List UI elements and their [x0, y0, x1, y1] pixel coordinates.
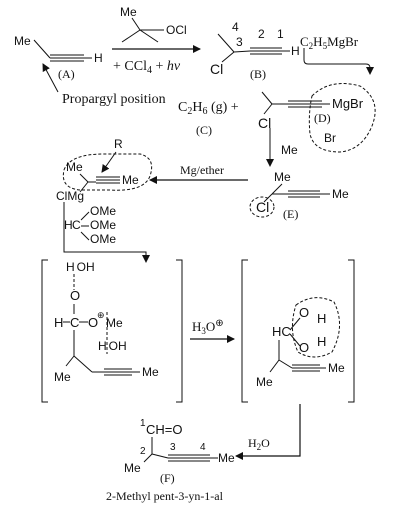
compound-a: Me H (A) Propargyl position	[14, 34, 166, 107]
bracket-left	[41, 259, 48, 403]
hydrogen-int1: H	[54, 315, 63, 330]
locant-3: 3	[236, 35, 243, 49]
locant-f-4: 4	[200, 442, 206, 453]
mgbr-d: MgBr	[332, 96, 364, 111]
ome-1: OMe	[90, 204, 116, 218]
bracket-right-2	[348, 259, 355, 403]
methyl-int2-end: Me	[328, 361, 345, 375]
methyl-oxonium: Me	[106, 316, 123, 330]
bond	[261, 91, 273, 105]
methyl-int1-bottom: Me	[54, 370, 71, 384]
bracket-right	[176, 259, 183, 403]
methyl-int1-end: Me	[142, 365, 159, 379]
methyl-e-top: Me	[274, 170, 291, 184]
hydrogen-int2-1: H	[317, 311, 326, 326]
propargyl-note: Propargyl position	[62, 92, 166, 107]
intermediate-2: HC O H O H Me Me	[241, 259, 355, 403]
bracket-left-2	[241, 259, 248, 403]
clmg-group: ClMg	[56, 189, 84, 203]
ethane-gas: C2H6 (g) +	[178, 100, 239, 117]
chlorine-d: Cl	[258, 115, 271, 131]
ethylmagnesium-bromide: C2H5MgBr	[300, 34, 359, 51]
arrow-b-to-d	[303, 48, 374, 75]
hydrogen-a: H	[94, 51, 103, 65]
chlorine-e: Cl	[256, 199, 269, 215]
bond	[33, 39, 51, 59]
bond	[121, 29, 141, 43]
bond	[131, 17, 141, 31]
carbon-orthoformate: C	[72, 218, 81, 232]
reagents-below: + CCl4 + hν	[113, 59, 181, 76]
methyl-grignard-end: Me	[122, 173, 139, 187]
label-a: (A)	[58, 67, 75, 81]
ocl-group: OCl	[166, 23, 187, 37]
hydrogen-orthoformate: H	[64, 218, 73, 232]
carbon-int1: C	[70, 315, 79, 330]
arrow-to-intermediate	[63, 232, 150, 263]
bond	[139, 29, 159, 43]
methyl-a: Me	[14, 34, 31, 48]
water-reagent: H2O	[248, 436, 270, 452]
compound-e: Me Cl Me (E)	[249, 170, 349, 221]
arrow-int2-to-product	[235, 404, 301, 460]
grignard-intermediate: Me Me ClMg	[56, 153, 153, 232]
ome-2: OMe	[90, 218, 116, 232]
methyl-e-end: Me	[332, 187, 349, 201]
methyl-int2-bottom: Me	[256, 375, 273, 389]
dotted-circle-r	[62, 153, 153, 191]
product-name: 2-Methyl pent-3-yn-1-al	[106, 489, 224, 503]
label-c: (C)	[196, 123, 212, 137]
locant-f-1: 1	[140, 418, 146, 429]
hydronium: H3O⊕	[192, 318, 224, 336]
mg-ether-reagent: Mg/ether	[180, 163, 224, 177]
compound-b: 4 3 2 1 Cl H (B)	[210, 20, 300, 81]
hydrogen-int2-2: H	[317, 334, 326, 349]
r-label: R	[114, 137, 123, 151]
label-b: (B)	[250, 67, 266, 81]
tbuocl-reagent: Me OCl	[120, 5, 187, 43]
bromine-d: Br	[324, 131, 336, 145]
methyl-attack-d: Me	[281, 143, 298, 157]
dotted-circle-int2	[292, 297, 340, 358]
methyl-grignard-top: Me	[66, 160, 83, 174]
positive-charge: ⊕	[97, 310, 105, 320]
orthoformate: OMe OMe OMe C H	[64, 204, 116, 246]
hc-int2: HC	[272, 324, 291, 339]
aldehyde-group: CH=O	[146, 422, 182, 437]
r-pointer-arrow	[101, 151, 117, 173]
oxygen-int2-1: O	[299, 305, 309, 320]
oxygen-int2-2: O	[299, 340, 309, 355]
label-e: (E)	[283, 207, 298, 221]
bond	[271, 183, 283, 195]
bond	[221, 51, 235, 63]
hydrogen-b: H	[291, 44, 300, 58]
oxygen-top: O	[70, 288, 80, 303]
locant-f-3: 3	[170, 442, 176, 453]
tbu-methyl-top: Me	[120, 5, 137, 19]
locant-1: 1	[277, 27, 284, 41]
chlorine-b: Cl	[210, 61, 223, 77]
dotted-circle-d	[308, 83, 376, 153]
ome-3: OMe	[90, 232, 116, 246]
methyl-f-end: Me	[218, 451, 235, 465]
locant-f-2: 2	[140, 446, 146, 457]
dotted-circle-e	[249, 196, 275, 218]
oxonium: O	[88, 315, 98, 330]
label-d: (D)	[314, 111, 331, 125]
bond	[217, 33, 235, 53]
propargyl-pointer-arrow	[42, 63, 59, 93]
methyl-f-bottom: Me	[124, 461, 141, 475]
product-f: 1 CH=O 2 Me 3 4 Me (F)	[124, 418, 235, 485]
locant-4: 4	[232, 20, 239, 34]
compound-d: Cl MgBr (D) Br	[258, 83, 376, 153]
locant-2: 2	[258, 27, 265, 41]
label-f: (F)	[160, 471, 175, 485]
bond	[263, 103, 273, 115]
